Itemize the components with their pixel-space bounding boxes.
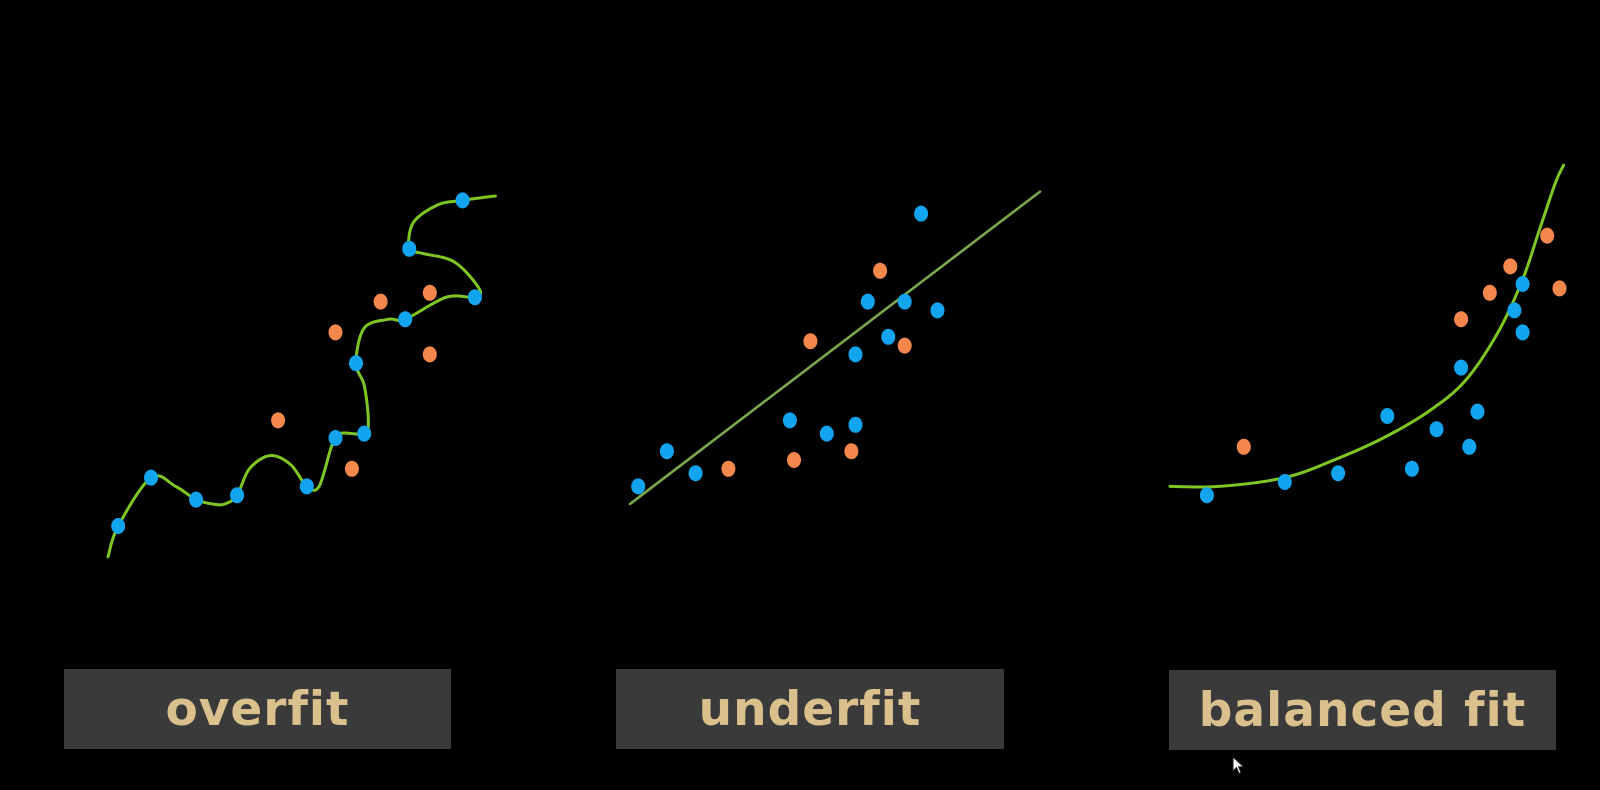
blue-data-point: [402, 240, 417, 257]
blue-data-point: [467, 289, 482, 306]
blue-data-point: [897, 293, 912, 310]
orange-data-point: [422, 284, 437, 301]
blue-data-point: [930, 302, 945, 319]
orange-data-point: [373, 293, 388, 310]
orange-data-point: [803, 333, 818, 350]
orange-data-point: [328, 324, 343, 341]
underfit-label: underfit: [698, 681, 922, 737]
blue-data-point: [230, 487, 245, 504]
blue-data-point: [349, 355, 363, 372]
blue-data-point: [328, 430, 343, 446]
blue-data-point: [1404, 460, 1419, 477]
blue-data-point: [357, 425, 372, 442]
orange-data-point: [1454, 311, 1469, 328]
blue-data-point: [189, 491, 204, 508]
blue-data-point: [914, 205, 929, 222]
balanced-fit-panel: [1168, 163, 1567, 504]
orange-data-point: [344, 460, 359, 477]
blue-data-point: [144, 469, 158, 486]
fit-curve: [106, 194, 497, 559]
blue-data-point: [398, 311, 413, 328]
blue-data-point: [881, 328, 896, 345]
blue-data-point: [1515, 324, 1530, 341]
blue-data-point: [299, 478, 314, 495]
blue-data-point: [819, 425, 834, 442]
blue-data-point: [1199, 487, 1214, 504]
blue-data-point: [1462, 438, 1477, 455]
orange-data-point: [787, 452, 801, 468]
balanced-fit-label-box: balanced fit: [1169, 670, 1556, 750]
blue-data-point: [111, 518, 126, 534]
blue-data-point: [860, 293, 875, 310]
orange-data-point: [897, 337, 912, 354]
orange-data-point: [721, 460, 736, 477]
orange-data-point: [271, 412, 286, 429]
blue-data-point: [1429, 421, 1444, 438]
blue-data-point: [659, 443, 674, 460]
orange-data-point: [1503, 258, 1518, 275]
blue-data-point: [1507, 302, 1522, 319]
orange-data-point: [422, 346, 437, 363]
orange-data-point: [1236, 438, 1251, 455]
blue-data-point: [782, 412, 797, 429]
blue-data-point: [688, 465, 703, 482]
overfit-label-box: overfit: [64, 669, 451, 749]
blue-data-point: [1515, 276, 1530, 292]
blue-data-point: [1470, 403, 1485, 420]
blue-data-point: [455, 192, 470, 209]
orange-data-point: [1482, 284, 1497, 301]
blue-data-point: [1331, 465, 1346, 482]
blue-data-point: [631, 478, 646, 495]
underfit-panel: [628, 190, 1042, 506]
blue-data-point: [1454, 359, 1469, 376]
underfit-label-box: underfit: [616, 669, 1004, 749]
overfit-label: overfit: [165, 681, 350, 737]
orange-data-point: [1552, 280, 1567, 297]
orange-data-point: [844, 443, 859, 460]
orange-data-point: [873, 262, 888, 279]
balanced-fit-label: balanced fit: [1198, 682, 1527, 738]
overfit-panel: [106, 192, 497, 559]
blue-data-point: [848, 346, 863, 363]
blue-data-point: [1277, 474, 1292, 490]
fit-curve: [1168, 163, 1566, 489]
fit-line: [628, 190, 1042, 506]
mouse-pointer-icon: [1232, 756, 1245, 775]
blue-data-point: [1380, 408, 1395, 424]
blue-data-point: [848, 416, 863, 433]
orange-data-point: [1540, 227, 1555, 244]
